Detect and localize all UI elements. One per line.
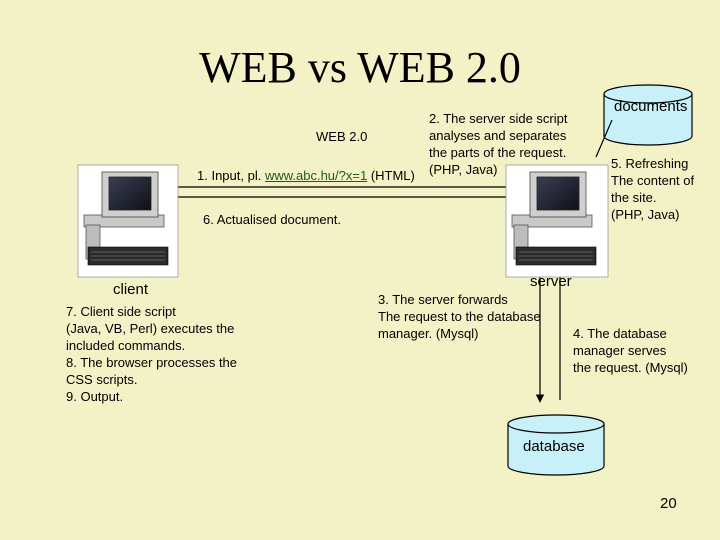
step5-text: 5. Refreshing The content of the site. (… <box>611 156 695 222</box>
page-number: 20 <box>660 495 677 512</box>
web20-label: WEB 2.0 <box>316 129 368 144</box>
documents-label: documents <box>614 98 688 115</box>
step4-text: 4. The database manager serves the reque… <box>573 326 688 375</box>
client-label: client <box>113 281 149 298</box>
step6-text: 6. Actualised document. <box>203 212 342 227</box>
documents-cylinder <box>603 84 693 146</box>
step3-text: 3. The server forwards The request to th… <box>378 292 541 341</box>
example-url-link[interactable]: www.abc.hu/?x=1 <box>264 168 368 183</box>
slide-title: WEB vs WEB 2.0 <box>199 43 521 92</box>
server-label: server <box>530 273 572 290</box>
step1-text: 1. Input, pl. www.abc.hu/?x=1 (HTML) <box>197 168 415 183</box>
client-computer-icon <box>77 164 179 278</box>
step2-text: 2. The server side script analyses and s… <box>429 111 568 177</box>
step789-text: 7. Client side script (Java, VB, Perl) e… <box>66 304 238 404</box>
database-label: database <box>523 438 585 455</box>
database-cylinder <box>507 414 605 476</box>
docs-to-server-line <box>595 119 613 158</box>
server-computer-icon <box>505 164 609 278</box>
